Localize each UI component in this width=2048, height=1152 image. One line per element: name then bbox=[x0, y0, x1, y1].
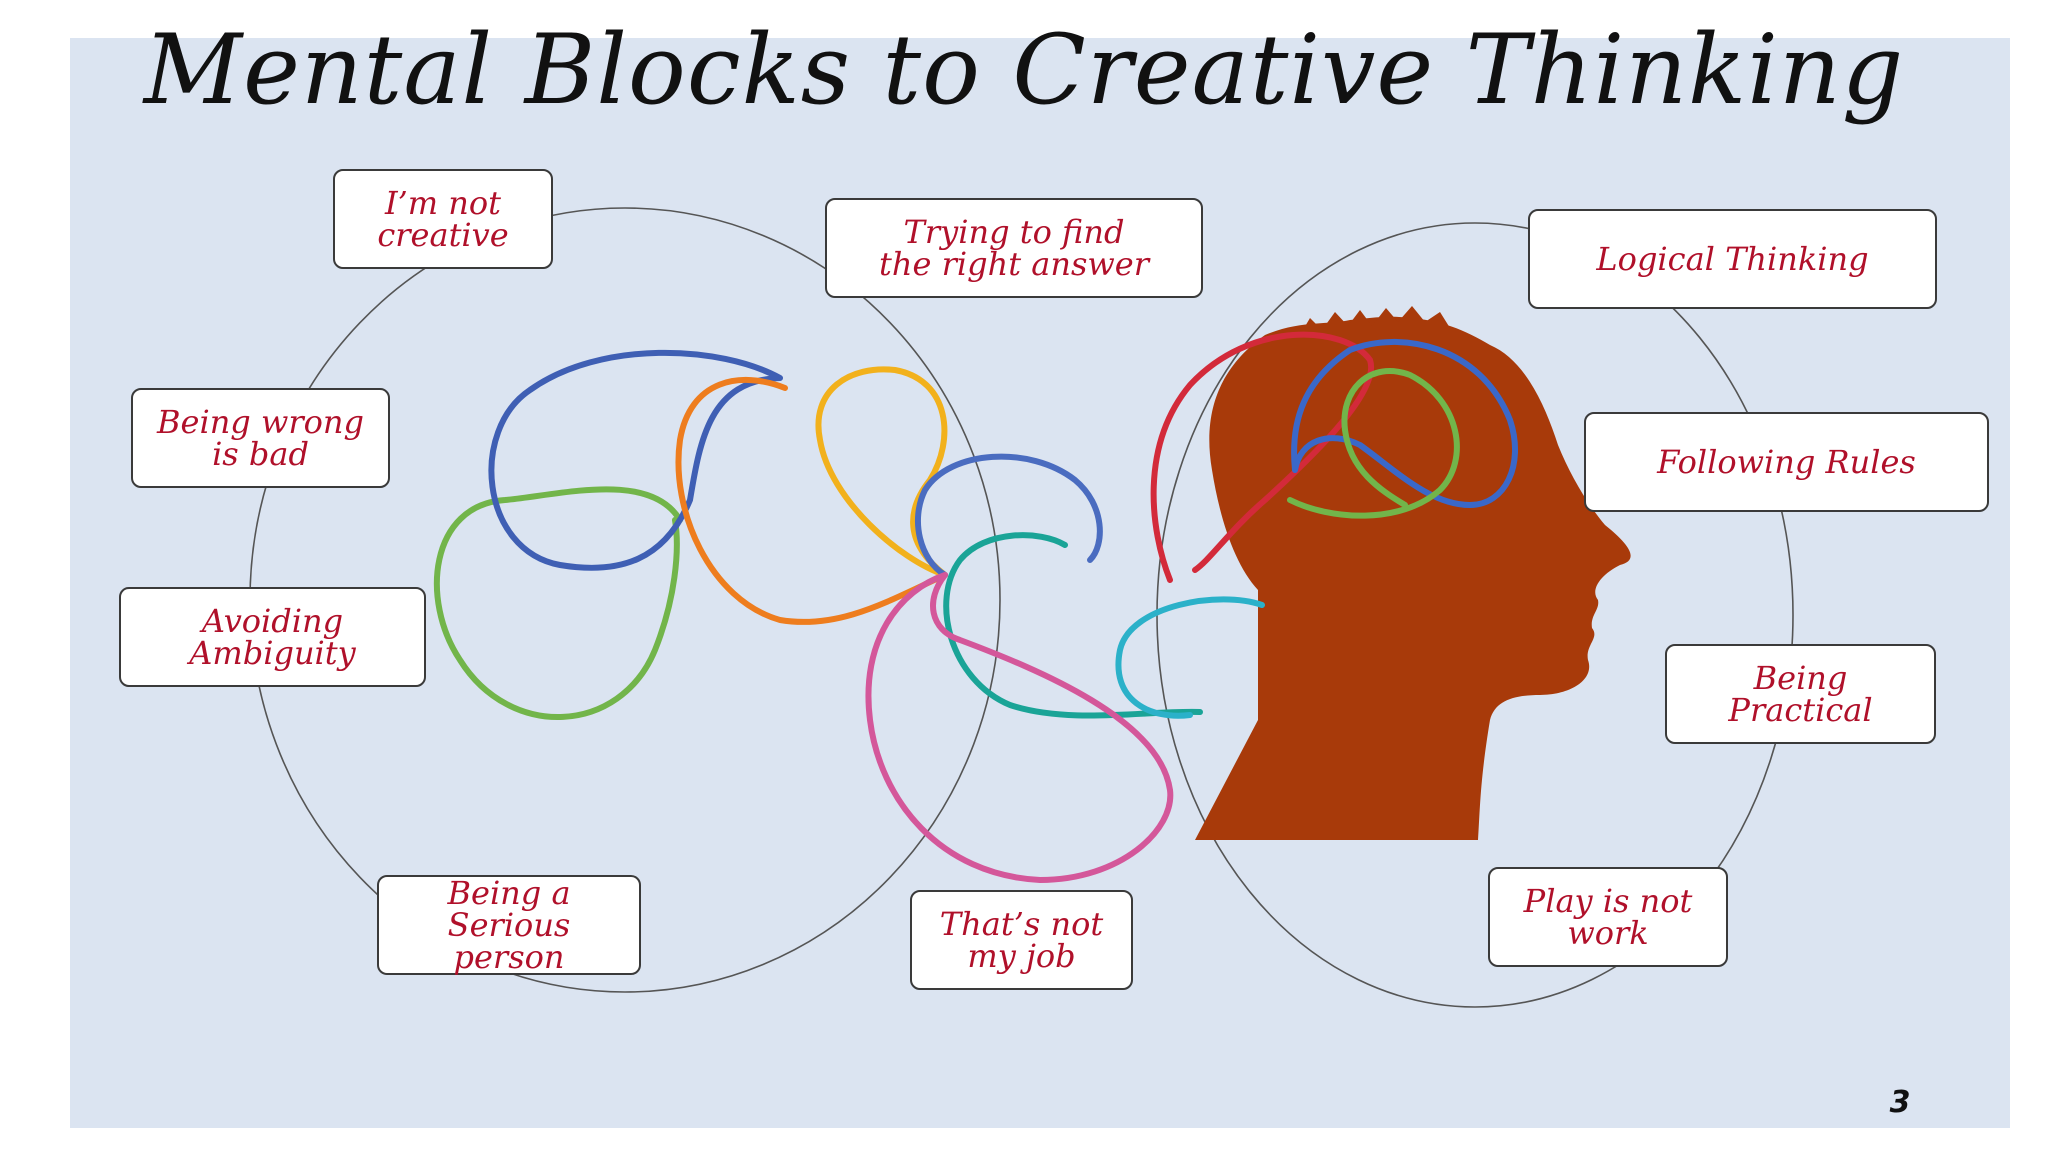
swirl-green-head bbox=[1287, 368, 1460, 519]
swirl-orange bbox=[675, 376, 948, 625]
head-hair-spikes bbox=[1300, 306, 1470, 338]
swirl-blue-left bbox=[488, 349, 783, 571]
block-right-answer: Trying to find the right answer bbox=[825, 198, 1203, 298]
swirl-cyan bbox=[1115, 596, 1265, 719]
block-not-my-job: That’s not my job bbox=[910, 890, 1133, 990]
slide-title: Mental Blocks to Creative Thinking bbox=[143, 14, 1905, 126]
block-following-rules: Following Rules bbox=[1584, 412, 1989, 512]
block-being-practical: Being Practical bbox=[1665, 644, 1936, 744]
swirl-yellow bbox=[815, 366, 948, 578]
page-number: 3 bbox=[1889, 1085, 1911, 1120]
block-play-not-work: Play is not work bbox=[1488, 867, 1728, 967]
block-serious-person: Being a Serious person bbox=[377, 875, 641, 975]
swirl-green-left bbox=[433, 486, 683, 720]
swirl-blue-head bbox=[1291, 338, 1518, 509]
block-not-creative: I’m not creative bbox=[333, 169, 553, 269]
head-silhouette bbox=[1195, 316, 1631, 840]
swirl-blue-mid bbox=[915, 453, 1103, 578]
swirl-pink bbox=[865, 572, 1174, 884]
block-being-wrong: Being wrong is bad bbox=[131, 388, 390, 488]
block-avoiding-ambiguity: Avoiding Ambiguity bbox=[119, 587, 426, 687]
block-logical-thinking: Logical Thinking bbox=[1528, 209, 1937, 309]
